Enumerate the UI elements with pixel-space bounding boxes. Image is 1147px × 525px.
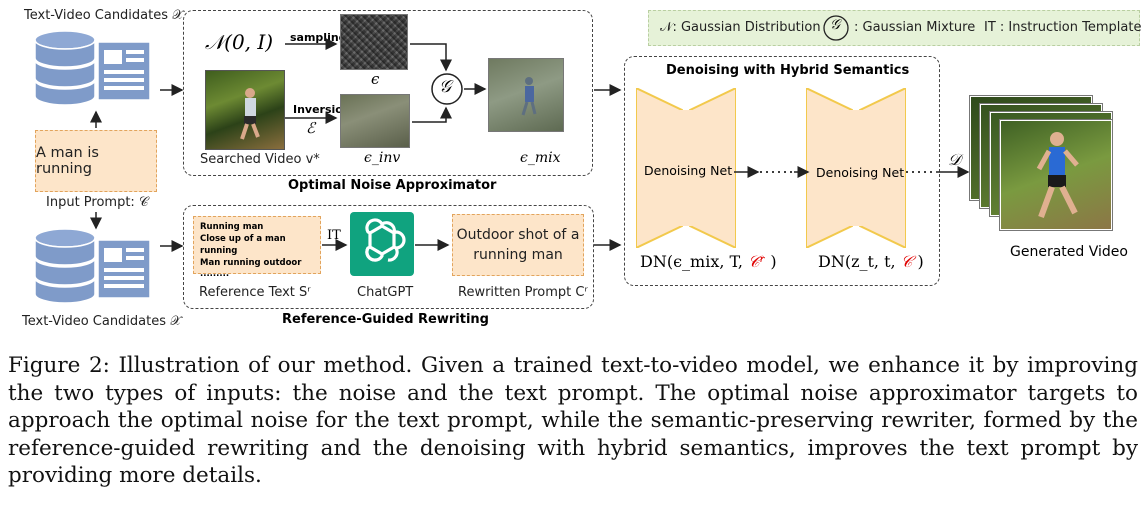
denoising-arrows bbox=[734, 166, 970, 178]
runner-icon bbox=[240, 88, 260, 140]
rewriting-arrows bbox=[322, 239, 622, 251]
formula-2-suffix: ) bbox=[912, 252, 924, 271]
ref-line: Man running outdoor bbox=[200, 258, 302, 268]
ref-line: Close up of a man running bbox=[200, 234, 286, 256]
encoder-label: ℰ bbox=[306, 119, 316, 137]
rewritten-prompt-box: Outdoor shot of a running man bbox=[452, 214, 584, 276]
noise-image-mix bbox=[488, 58, 564, 132]
generated-video-label: Generated Video bbox=[1010, 244, 1128, 260]
searched-video-label: Searched Video v* bbox=[200, 152, 320, 167]
formula-1-red: 𝒞ʳ bbox=[748, 252, 766, 271]
noise-approximator-box bbox=[183, 10, 593, 176]
runner-icon bbox=[521, 77, 537, 116]
gaussian-mixture-icon bbox=[823, 15, 849, 41]
ref-line: Running man bbox=[200, 222, 264, 232]
legend-mix-symbol: 𝒢 bbox=[830, 17, 840, 33]
formula-2: DN(z_t, t, 𝒞 ) bbox=[818, 252, 924, 272]
candidates-label-bottom: Text-Video Candidates 𝒳 bbox=[22, 314, 182, 329]
input-prompt-box: A man is running bbox=[35, 130, 157, 192]
mix-symbol: 𝒢 bbox=[439, 77, 452, 97]
denoising-net-shape-2 bbox=[806, 88, 906, 248]
formula-1-prefix: DN(ϵ_mix, T, bbox=[640, 252, 749, 271]
rewritten-prompt-label: Rewritten Prompt Cʳ bbox=[458, 285, 588, 300]
reference-text-label: Reference Text Sʳ bbox=[199, 285, 311, 300]
reference-text-box: Running man Close up of a man running Ma… bbox=[193, 216, 321, 279]
database-icon bbox=[34, 30, 151, 106]
database-icon bbox=[34, 228, 151, 304]
legend-instruction-template: IT : Instruction Template bbox=[984, 20, 1142, 35]
generated-video-stack bbox=[970, 96, 1140, 236]
denoising-box bbox=[624, 56, 940, 286]
epsilon-label: ϵ bbox=[371, 70, 380, 88]
formula-1: DN(ϵ_mix, T, 𝒞ʳ ) bbox=[640, 252, 777, 272]
denoising-net-shape-1 bbox=[636, 88, 736, 248]
ref-line: ......... bbox=[200, 269, 230, 279]
noise-image-inv bbox=[340, 94, 410, 148]
gaussian-mixture-icon bbox=[431, 73, 463, 105]
openai-icon bbox=[365, 218, 406, 262]
legend-gaussian-dist: 𝒩: Gaussian Distribution bbox=[660, 20, 821, 35]
formula-2-prefix: DN(z_t, t, bbox=[818, 252, 901, 271]
candidates-label-top: Text-Video Candidates 𝒳 bbox=[24, 8, 184, 23]
chatgpt-label: ChatGPT bbox=[357, 285, 414, 300]
rewriting-title: Reference-Guided Rewriting bbox=[282, 312, 489, 327]
decoder-label: 𝒟 bbox=[948, 150, 961, 169]
input-prompt-label: Input Prompt: 𝒞 bbox=[46, 195, 149, 210]
legend-box bbox=[648, 10, 1140, 46]
noise-arrows bbox=[285, 38, 622, 124]
formula-2-red: 𝒞 bbox=[900, 252, 913, 271]
searched-video-frames bbox=[205, 70, 285, 150]
chatgpt-logo bbox=[350, 212, 414, 276]
noise-approximator-title: Optimal Noise Approximator bbox=[288, 178, 497, 193]
denoising-net-label-1: Denoising Net bbox=[644, 163, 733, 178]
normal-dist-label: 𝒩(0, I) bbox=[205, 30, 274, 54]
formula-1-suffix: ) bbox=[765, 252, 777, 271]
runner-icon bbox=[1036, 132, 1079, 219]
eps-inv-label: ϵ_inv bbox=[364, 150, 401, 166]
rewritten-prompt-text: Outdoor shot of a running man bbox=[456, 227, 580, 263]
video-frame-front bbox=[1000, 120, 1112, 230]
denoising-title: Denoising with Hybrid Semantics bbox=[666, 63, 910, 78]
figure-caption: Figure 2: Illustration of our method. Gi… bbox=[8, 353, 1138, 488]
denoising-net-label-2: Denoising Net bbox=[816, 165, 905, 180]
legend-gaussian-mix: : Gaussian Mixture bbox=[854, 20, 976, 35]
left-arrows bbox=[90, 84, 184, 252]
noise-image-epsilon bbox=[340, 14, 408, 70]
eps-mix-label: ϵ_mix bbox=[520, 150, 561, 166]
rewriting-box bbox=[183, 205, 594, 309]
input-prompt-text: A man is running bbox=[36, 145, 99, 177]
